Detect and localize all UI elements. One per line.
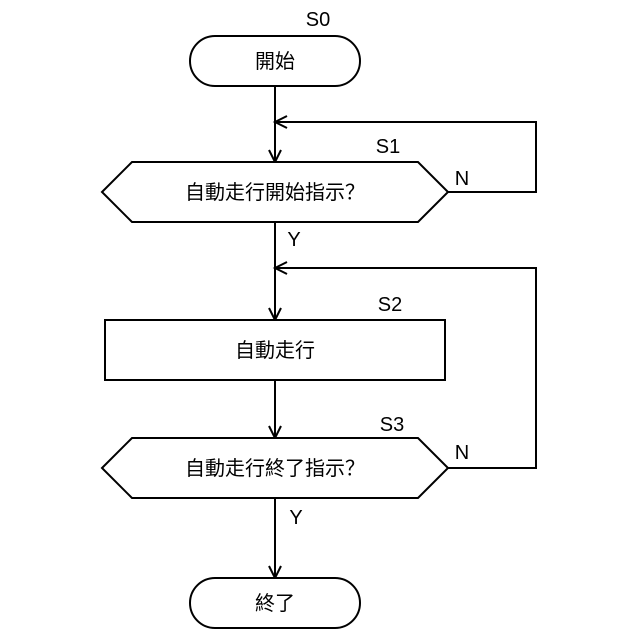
end-text: 終了 [255,591,295,615]
step-label-s3: S3 [380,414,404,436]
step-label-s0: S0 [306,9,330,31]
decision-s3-text: 自動走行終了指示？ [185,456,365,480]
start-text: 開始 [255,49,295,73]
decision-s1-text: 自動走行開始指示？ [185,180,365,204]
step-label-s1: S1 [376,136,400,158]
step-label-s2: S2 [378,294,402,316]
branch-label-s3-no: N [455,442,469,464]
branch-label-s1-yes: Y [287,229,300,251]
branch-label-s1-no: N [455,168,469,190]
process-s2-text: 自動走行 [235,338,315,362]
branch-label-s3-yes: Y [289,507,302,529]
